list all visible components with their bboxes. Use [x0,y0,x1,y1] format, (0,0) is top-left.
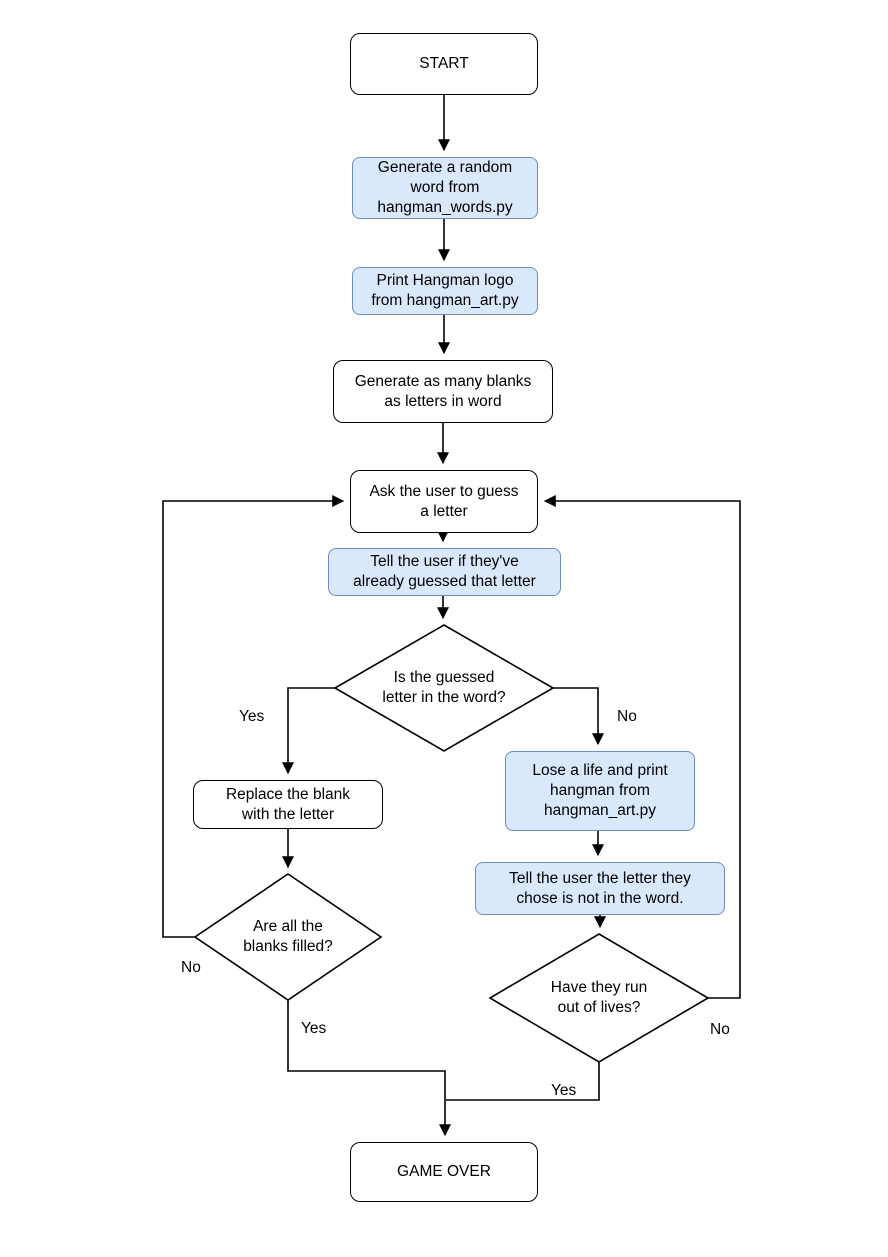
decision-label-is-letter-in-word: Is the guessed letter in the word? [382,669,506,706]
branch-label-in-word-no: No [617,708,637,725]
node-lose-a-life: Lose a life and print hangman from hangm… [505,751,695,831]
node-ask-user-to-guess: Ask the user to guess a letter [350,470,538,533]
node-replace-blank: Replace the blank with the letter [193,780,383,829]
node-generate-random-word: Generate a random word from hangman_word… [352,157,538,219]
node-game-over: GAME OVER [350,1142,538,1202]
edge-is-letter-no-to-lose-life [553,687,604,746]
branch-label-lives-yes: Yes [551,1082,577,1099]
edge-lives-no-loop-to-ask-guess [543,495,741,999]
branch-label-lives-no: No [710,1021,730,1038]
branch-label-in-word-yes: Yes [239,708,265,725]
decision-label-all-blanks-filled: Are all the blanks filled? [243,918,333,955]
node-tell-already-guessed: Tell the user if they've already guessed… [328,548,561,596]
decision-label-out-of-lives: Have they run out of lives? [550,979,648,1016]
node-tell-letter-not-in-word: Tell the user the letter they chose is n… [475,862,725,915]
edge-is-letter-yes-to-replace-blank [282,687,335,775]
branch-label-blanks-yes: Yes [301,1020,327,1037]
node-start: START [350,33,538,95]
node-print-hangman-logo: Print Hangman logo from hangman_art.py [352,267,538,315]
branch-label-blanks-no: No [181,959,201,976]
node-generate-blanks: Generate as many blanks as letters in wo… [333,360,553,423]
